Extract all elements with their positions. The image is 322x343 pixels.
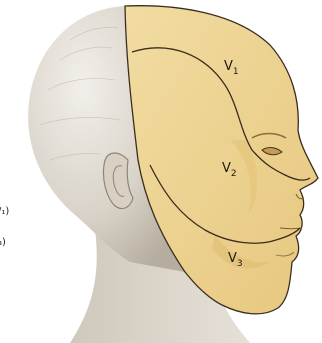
cut-label-v3: ₃) bbox=[0, 237, 6, 248]
cut-label-v1: /₁) bbox=[0, 206, 9, 217]
